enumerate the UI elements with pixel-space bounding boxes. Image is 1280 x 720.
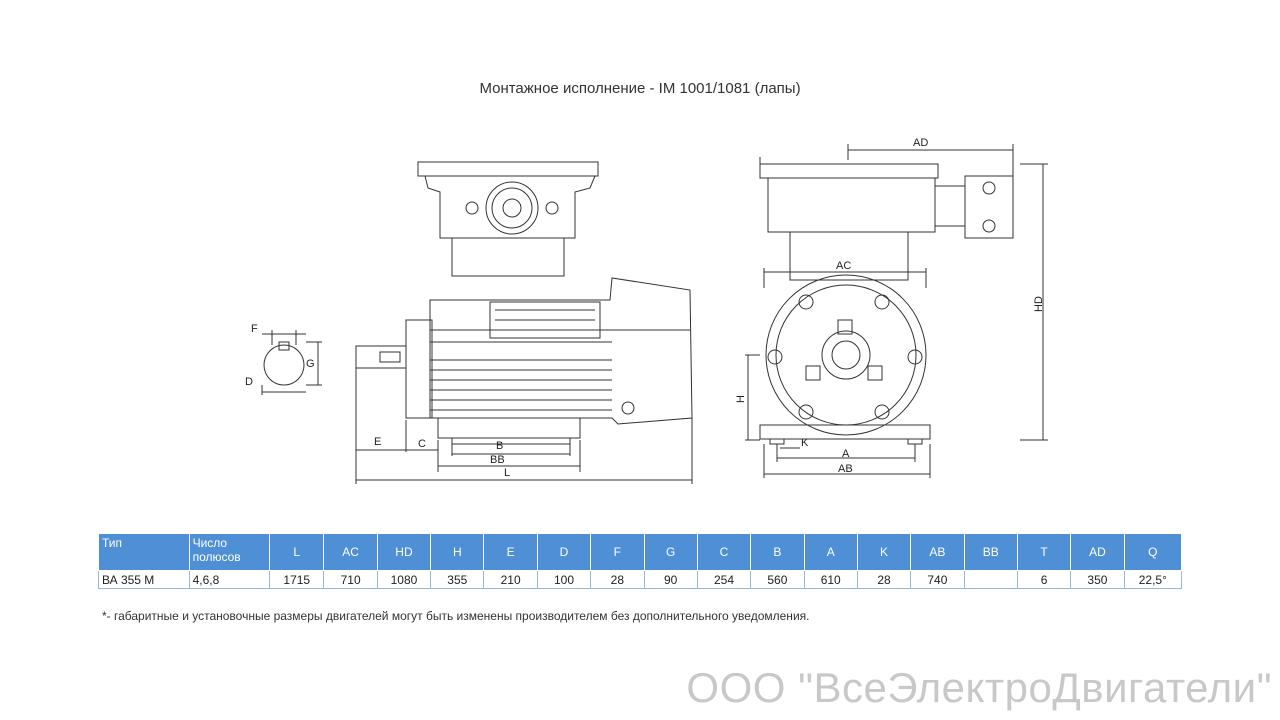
brand-watermark: ООО "ВсеЭлектроДвигатели" [686, 664, 1272, 711]
dim-label-ac: AC [836, 260, 851, 272]
table-header: Число полюсов [188, 533, 271, 571]
table-cell: 610 [803, 570, 858, 589]
table-header: A [803, 533, 858, 571]
table-header: AD [1070, 533, 1125, 571]
table-cell: 22,5° [1123, 570, 1183, 589]
table-header: Q [1123, 533, 1183, 571]
table-header: H [430, 533, 485, 571]
table-header: K [856, 533, 912, 571]
table-row: ВА 355 М 4,6,8 1715 710 1080 355 210 100… [98, 570, 1183, 589]
table-cell: 740 [910, 570, 965, 589]
dim-label-b: B [496, 440, 503, 452]
table-cell: ВА 355 М [98, 570, 190, 589]
dim-label-e: E [374, 436, 381, 448]
dim-label-bb: BB [490, 454, 505, 466]
drawing-title: Монтажное исполнение - IM 1001/1081 (лап… [479, 80, 801, 97]
table-header: BB [963, 533, 1018, 571]
table-header: T [1016, 533, 1072, 571]
dim-label-f: F [251, 323, 258, 335]
dim-label-hd: HD [1033, 296, 1045, 312]
table-cell: 710 [323, 570, 378, 589]
table-cell: 90 [643, 570, 698, 589]
table-header: F [590, 533, 645, 571]
front-view-dimensions [745, 144, 1048, 478]
table-cell: 1715 [269, 570, 325, 589]
table-header: G [643, 533, 698, 571]
dim-label-a: A [842, 448, 850, 460]
table-cell: 1080 [376, 570, 432, 589]
table-header: AB [910, 533, 965, 571]
table-cell: 4,6,8 [188, 570, 271, 589]
table-header: C [696, 533, 752, 571]
dim-label-ad: AD [913, 137, 928, 149]
table-header: Тип [98, 533, 190, 571]
table-cell: 254 [696, 570, 752, 589]
table-cell: 350 [1070, 570, 1125, 589]
shaft-cross-section [261, 330, 322, 395]
table-cell: 28 [856, 570, 912, 589]
table-cell: 28 [590, 570, 645, 589]
table-header: B [750, 533, 805, 571]
dim-label-h: H [735, 395, 747, 403]
table-cell [963, 570, 1018, 589]
motor-side-view [355, 161, 693, 445]
table-cell: 210 [483, 570, 538, 589]
table-header: HD [376, 533, 432, 571]
motor-technical-drawing: F G D E C B BB L AD AC HD H K A AB [245, 137, 1048, 484]
dim-label-ab: AB [838, 463, 853, 475]
dim-label-g: G [306, 358, 315, 370]
dim-label-k: K [801, 437, 809, 449]
table-header: L [269, 533, 325, 571]
disclaimer-note: *- габаритные и установочные размеры дви… [102, 609, 810, 623]
table-cell: 355 [430, 570, 485, 589]
table-header: D [536, 533, 592, 571]
motor-front-view [759, 163, 1014, 445]
table-header-row: Тип Число полюсов L AC HD H E D F G C B … [98, 533, 1183, 571]
dim-label-l: L [504, 467, 510, 479]
dim-label-d: D [245, 376, 253, 388]
dim-label-c: C [418, 438, 426, 450]
table-header: AC [323, 533, 378, 571]
table-header: E [483, 533, 538, 571]
side-view-dimensions [355, 368, 693, 484]
table-cell: 6 [1016, 570, 1072, 589]
table-cell: 100 [536, 570, 592, 589]
table-cell: 560 [750, 570, 805, 589]
dimensions-table: Тип Число полюсов L AC HD H E D F G C B … [98, 533, 1183, 589]
